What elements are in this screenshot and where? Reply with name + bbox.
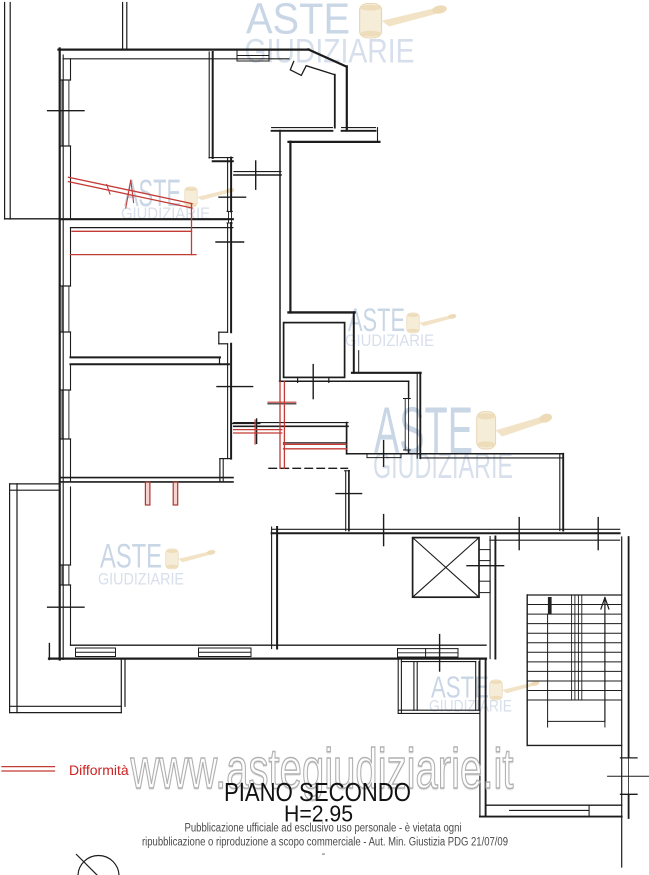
svg-text:ripubblicazione o riproduzione: ripubblicazione o riproduzione a scopo c…	[142, 837, 508, 849]
svg-text:ASTE: ASTE	[348, 302, 405, 338]
svg-text:-: -	[322, 848, 326, 860]
svg-text:Pubblicazione ufficiale ad esc: Pubblicazione ufficiale ad esclusivo uso…	[185, 823, 462, 835]
svg-text:ASTE: ASTE	[374, 393, 473, 467]
svg-text:ASTE: ASTE	[100, 538, 162, 576]
svg-text:ASTE: ASTE	[246, 0, 350, 44]
svg-text:GIUDIZIARIE: GIUDIZIARIE	[345, 332, 434, 350]
svg-text:www.astegiudiziarie.it: www.astegiudiziarie.it	[130, 737, 514, 801]
svg-text:GIUDIZIARIE: GIUDIZIARIE	[245, 33, 415, 71]
svg-text:GIUDIZIARIE: GIUDIZIARIE	[429, 698, 512, 716]
svg-text:www.astegiudiziarie.it: www.astegiudiziarie.it	[130, 739, 514, 803]
svg-text:H=2.95: H=2.95	[284, 801, 353, 827]
svg-text:Difformità: Difformità	[69, 762, 129, 778]
svg-text:GIUDIZIARIE: GIUDIZIARIE	[373, 445, 513, 486]
svg-text:GIUDIZIARIE: GIUDIZIARIE	[98, 571, 184, 589]
svg-text:ASTE: ASTE	[124, 173, 181, 215]
svg-text:PIANO SECONDO: PIANO SECONDO	[224, 777, 411, 807]
